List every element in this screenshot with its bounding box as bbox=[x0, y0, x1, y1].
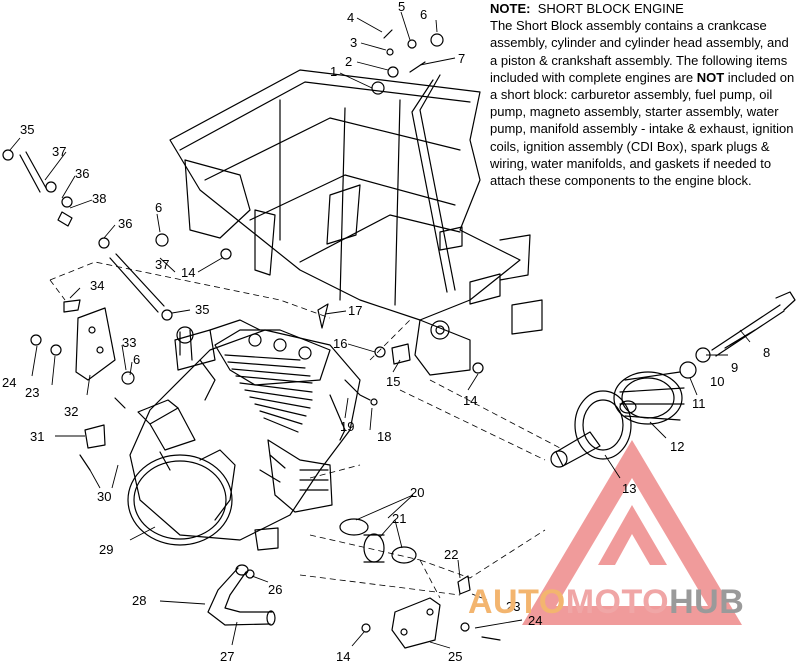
callout-6-engine: 6 bbox=[133, 352, 141, 367]
note-body-not: NOT bbox=[696, 69, 725, 85]
callout-14-frame: 14 bbox=[181, 265, 196, 280]
callout-10: 10 bbox=[710, 374, 725, 389]
callout-4: 4 bbox=[347, 10, 355, 25]
callout-11: 11 bbox=[692, 396, 706, 411]
callout-22: 22 bbox=[444, 547, 459, 562]
callout-1: 1 bbox=[330, 64, 338, 79]
note-body-part2: included on a short block: carburetor as… bbox=[490, 69, 795, 189]
leader-lines bbox=[9, 11, 751, 649]
callout-27: 27 bbox=[220, 649, 235, 664]
callout-5: 5 bbox=[398, 0, 406, 14]
frame bbox=[169, 69, 543, 376]
callout-12: 12 bbox=[670, 439, 685, 454]
callout-14-mid: 14 bbox=[463, 393, 478, 408]
exhaust-tube bbox=[19, 151, 165, 313]
drive-clutch bbox=[550, 291, 796, 468]
callout-7: 7 bbox=[458, 51, 466, 66]
callout-35-lower: 35 bbox=[195, 302, 210, 317]
callout-36-top: 36 bbox=[75, 166, 90, 181]
callout-30: 30 bbox=[97, 489, 112, 504]
callout-36-lower: 36 bbox=[118, 216, 133, 231]
note-body: The Short Block assembly contains a cran… bbox=[490, 17, 798, 189]
callout-24-left: 24 bbox=[2, 375, 17, 390]
short-block-note: NOTE: SHORT BLOCK ENGINE The Short Block… bbox=[490, 0, 798, 189]
callout-34: 34 bbox=[90, 278, 105, 293]
callout-2: 2 bbox=[345, 54, 353, 69]
magneto-cover bbox=[127, 449, 236, 546]
callout-38: 38 bbox=[92, 191, 107, 206]
callout-20: 20 bbox=[410, 485, 425, 500]
callout-33: 33 bbox=[122, 335, 137, 350]
bracket-32 bbox=[75, 307, 116, 381]
callout-16: 16 bbox=[333, 336, 348, 351]
callout-13: 13 bbox=[622, 481, 637, 496]
callout-14-bottom: 14 bbox=[336, 649, 351, 664]
callout-23-left: 23 bbox=[25, 385, 40, 400]
watermark-auto: AUTO bbox=[468, 583, 566, 621]
callout-6-frame: 6 bbox=[155, 200, 163, 215]
intake-boot bbox=[339, 518, 417, 564]
callout-18: 18 bbox=[377, 429, 392, 444]
dashed-guide-lines bbox=[49, 261, 561, 599]
callout-28: 28 bbox=[132, 593, 147, 608]
callout-15: 15 bbox=[386, 374, 401, 389]
watermark-hub: HUB bbox=[669, 583, 745, 621]
callout-37-top: 37 bbox=[52, 144, 67, 159]
small-hardware bbox=[2, 29, 501, 641]
callout-3: 3 bbox=[350, 35, 358, 50]
callout-29: 29 bbox=[99, 542, 114, 557]
note-heading-label: NOTE: bbox=[490, 1, 531, 16]
callout-23-right: 23 bbox=[506, 599, 521, 614]
watermark-text: AUTOMOTOHUB bbox=[468, 583, 744, 622]
callout-19: 19 bbox=[340, 419, 355, 434]
callout-31: 31 bbox=[30, 429, 45, 444]
note-body-part1: The Short Block assembly contains a cran… bbox=[490, 18, 789, 85]
note-heading-title: SHORT BLOCK ENGINE bbox=[537, 1, 684, 16]
callout-21: 21 bbox=[392, 511, 407, 526]
watermark-moto: MOTO bbox=[565, 583, 670, 621]
callout-25: 25 bbox=[448, 649, 463, 664]
coolant-hose bbox=[207, 564, 276, 626]
callout-9: 9 bbox=[731, 360, 739, 375]
callout-26: 26 bbox=[268, 582, 283, 597]
engine-block bbox=[129, 319, 378, 551]
note-heading: NOTE: SHORT BLOCK ENGINE bbox=[490, 0, 798, 17]
watermark-logo bbox=[522, 440, 742, 625]
callout-24-right: 24 bbox=[528, 613, 543, 628]
callout-8: 8 bbox=[763, 345, 771, 360]
callout-32: 32 bbox=[64, 404, 79, 419]
bracket-25 bbox=[391, 597, 441, 649]
recoil-starter bbox=[137, 399, 196, 471]
callout-17: 17 bbox=[348, 303, 363, 318]
callout-37-lower: 37 bbox=[155, 257, 170, 272]
callout-6-top: 6 bbox=[420, 7, 428, 22]
callout-35-top: 35 bbox=[20, 122, 35, 137]
